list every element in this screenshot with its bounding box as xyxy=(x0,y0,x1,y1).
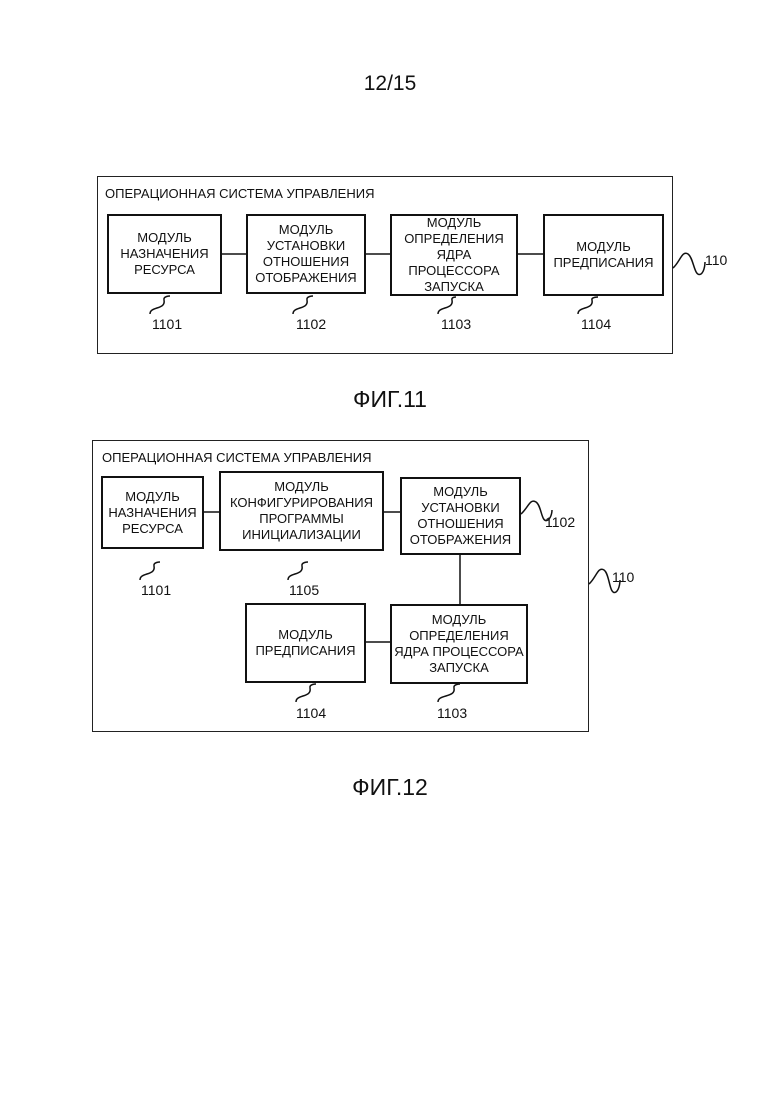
fig11-leader-1103 xyxy=(438,297,456,314)
fig12-leader-1102 xyxy=(521,501,552,520)
fig11-leader-110 xyxy=(673,253,705,274)
fig12-leader-1105 xyxy=(288,562,308,580)
fig12-leader-1103 xyxy=(438,684,460,702)
fig12-leader-1101 xyxy=(140,562,160,580)
fig12-leader-1104 xyxy=(296,684,316,702)
fig11-leader-1104 xyxy=(578,297,598,314)
fig12-leader-110 xyxy=(589,569,620,592)
fig11-leader-1101 xyxy=(150,296,170,314)
fig11-leader-1102 xyxy=(293,296,313,314)
